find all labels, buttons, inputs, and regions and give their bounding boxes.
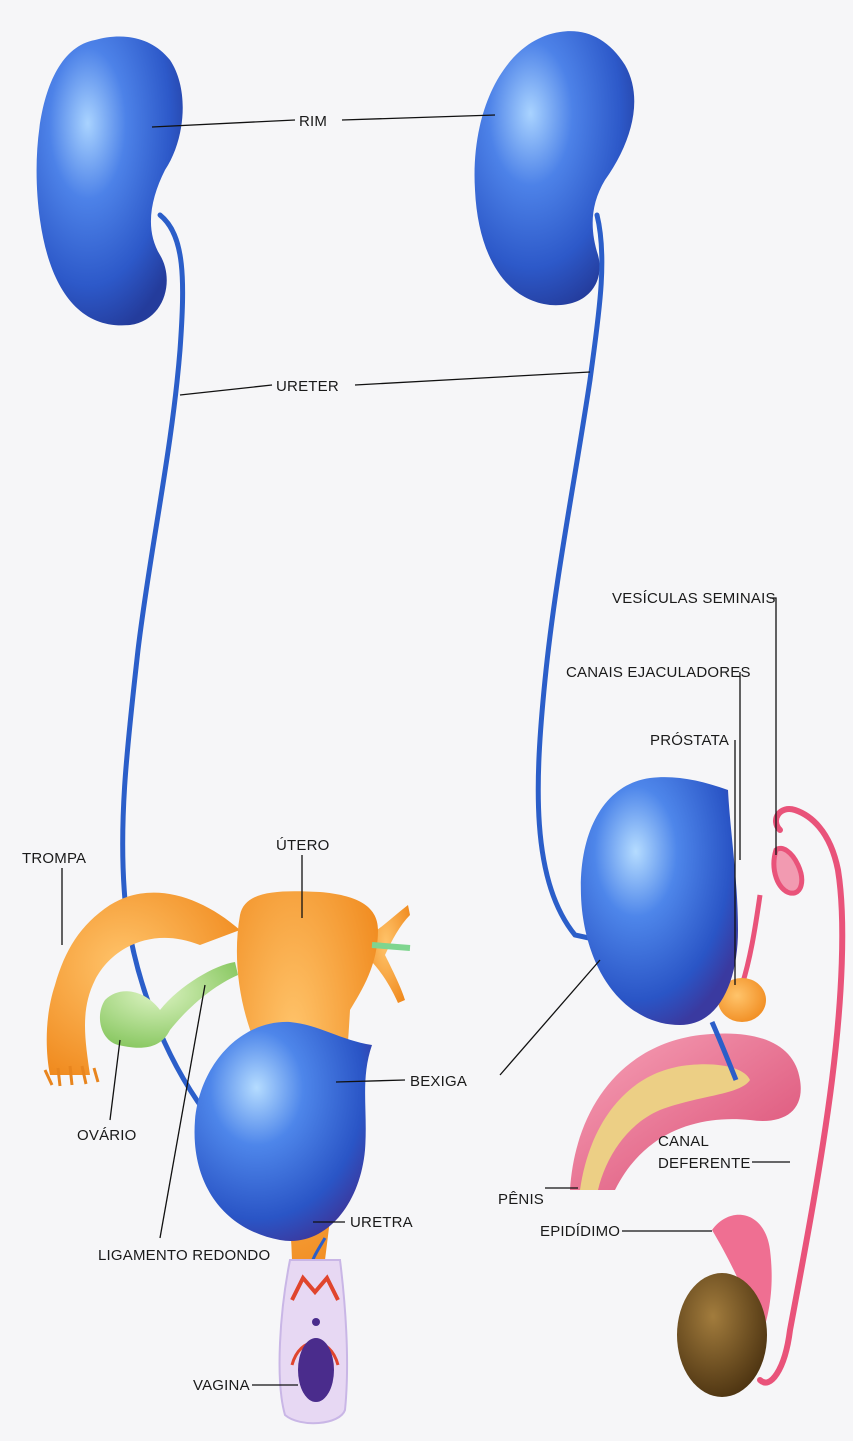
label-rim: RIM [299, 113, 327, 130]
bladder-female [195, 1022, 372, 1241]
testis [677, 1273, 767, 1397]
label-vagina: VAGINA [193, 1377, 250, 1394]
label-deferente: DEFERENTE [658, 1155, 751, 1172]
leader-ureter-left [180, 385, 272, 395]
label-canal: CANAL [658, 1133, 709, 1150]
vagina-opening [298, 1338, 334, 1402]
label-ligamento-redondo: LIGAMENTO REDONDO [98, 1247, 270, 1264]
bladder-male [581, 777, 738, 1025]
label-prostata: PRÓSTATA [650, 732, 729, 749]
left-kidney [37, 37, 183, 326]
leader-bexiga-right [500, 960, 600, 1075]
label-vesiculas-seminais: VESÍCULAS SEMINAIS [612, 590, 776, 607]
label-bexiga: BEXIGA [410, 1073, 467, 1090]
right-kidney [475, 31, 635, 305]
vagina-dot [312, 1318, 320, 1326]
label-canais-ejaculadores: CANAIS EJACULADORES [566, 664, 751, 681]
label-ureter: URETER [276, 378, 339, 395]
round-ligament [372, 945, 410, 948]
label-uretra: URETRA [350, 1214, 413, 1231]
label-penis: PÊNIS [498, 1191, 544, 1208]
left-ureter [123, 215, 205, 1112]
ovary [100, 962, 238, 1048]
label-utero: ÚTERO [276, 837, 330, 854]
label-trompa: TROMPA [22, 850, 86, 867]
leader-ureter-right [355, 372, 590, 385]
leader-lines [62, 115, 790, 1385]
label-ovario: OVÁRIO [77, 1127, 137, 1144]
leader-ovario [110, 1040, 120, 1120]
leader-rim-right [342, 115, 495, 120]
seminal-vesicle [742, 848, 802, 985]
label-epididimo: EPIDÍDIMO [540, 1223, 620, 1240]
